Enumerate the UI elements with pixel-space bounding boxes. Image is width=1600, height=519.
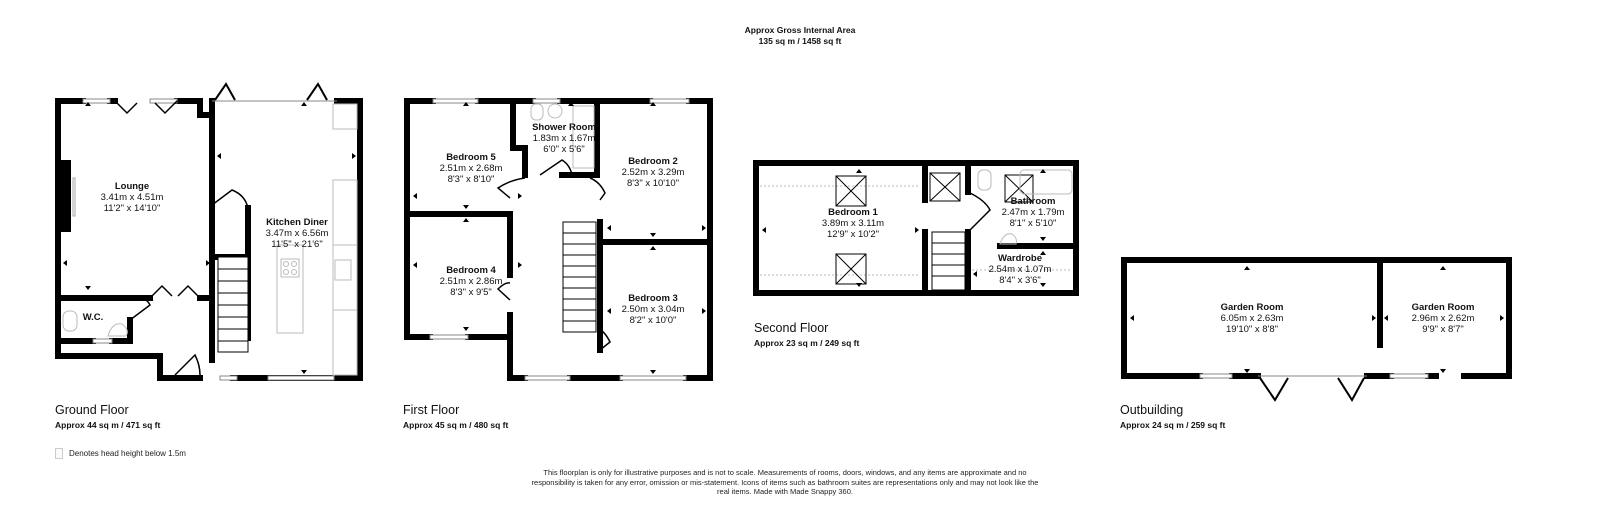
room-bathroom: Bathroom 2.47m x 1.79m 8'1" x 5'10" bbox=[1002, 196, 1065, 229]
room-metric: 2.52m x 3.29m bbox=[621, 167, 685, 178]
room-imperial: 8'3" x 9'5" bbox=[450, 287, 492, 298]
gross-internal-area: Approx Gross Internal Area 135 sq m / 14… bbox=[0, 25, 1600, 47]
room-metric: 6.05m x 2.63m bbox=[1220, 313, 1284, 324]
room-name: Kitchen Diner bbox=[266, 217, 328, 228]
room-metric: 3.41m x 4.51m bbox=[100, 192, 164, 203]
room-imperial: 11'5" x 21'6" bbox=[271, 239, 323, 250]
room-metric: 3.89m x 3.11m bbox=[821, 218, 885, 229]
room-name: Bedroom 5 bbox=[446, 152, 496, 163]
ground-floor-title: Ground Floor bbox=[55, 403, 129, 417]
room-imperial: 9'9" x 8'7" bbox=[1422, 324, 1464, 335]
ground-floor-plan bbox=[55, 82, 363, 381]
room-imperial: 8'3" x 10'10" bbox=[626, 178, 680, 189]
room-metric: 2.51m x 2.68m bbox=[439, 163, 503, 174]
legend-text: Denotes head height below 1.5m bbox=[69, 449, 186, 458]
room-metric: 2.50m x 3.04m bbox=[621, 304, 685, 315]
room-kitchen-diner: Kitchen Diner 3.47m x 6.56m 11'5" x 21'6… bbox=[266, 217, 329, 250]
room-wardrobe: Wardrobe 2.54m x 1.07m 8'4" x 3'6" bbox=[989, 253, 1052, 286]
outbuilding-plan bbox=[1121, 257, 1512, 402]
outbuilding-title: Outbuilding bbox=[1120, 403, 1184, 417]
second-floor-title: Second Floor bbox=[754, 321, 829, 335]
room-imperial: 6'0" x 5'6" bbox=[543, 144, 585, 155]
room-name: Garden Room bbox=[1220, 302, 1284, 313]
second-floor-plan bbox=[753, 160, 1079, 296]
room-bedroom-2: Bedroom 2 2.52m x 3.29m 8'3" x 10'10" bbox=[622, 156, 685, 189]
room-imperial: 19'10" x 8'8" bbox=[1225, 324, 1279, 335]
room-name: Bedroom 2 bbox=[628, 156, 678, 167]
outbuilding-area: Approx 24 sq m / 259 sq ft bbox=[1120, 420, 1226, 430]
room-name: Bedroom 1 bbox=[828, 207, 878, 218]
first-floor-plan bbox=[404, 98, 713, 381]
disclaimer: This floorplan is only for illustrative … bbox=[531, 468, 1039, 496]
room-name: Bedroom 3 bbox=[628, 293, 678, 304]
room-imperial: 12'9" x 10'2" bbox=[826, 229, 880, 240]
gia-title: Approx Gross Internal Area bbox=[744, 25, 856, 35]
ground-floor-area: Approx 44 sq m / 471 sq ft bbox=[55, 420, 161, 430]
room-shower-room: Shower Room 1.83m x 1.67m 6'0" x 5'6" bbox=[532, 122, 596, 155]
room-wc: W.C. bbox=[83, 312, 104, 323]
room-bedroom-5: Bedroom 5 2.51m x 2.68m 8'3" x 8'10" bbox=[440, 152, 503, 185]
room-imperial: 8'4" x 3'6" bbox=[999, 275, 1041, 286]
first-floor-title: First Floor bbox=[403, 403, 460, 417]
room-metric: 3.47m x 6.56m bbox=[265, 228, 329, 239]
room-name: Lounge bbox=[114, 181, 150, 192]
room-metric: 2.51m x 2.86m bbox=[439, 276, 503, 287]
room-name: Bathroom bbox=[1010, 196, 1056, 207]
room-bedroom-4: Bedroom 4 2.51m x 2.86m 8'3" x 9'5" bbox=[440, 265, 503, 298]
room-lounge: Lounge 3.41m x 4.51m 11'2" x 14'10" bbox=[101, 181, 164, 214]
room-name: Bedroom 4 bbox=[446, 265, 496, 276]
room-imperial: 8'2" x 10'0" bbox=[629, 315, 677, 326]
legend: Denotes head height below 1.5m bbox=[55, 448, 186, 459]
room-name: Shower Room bbox=[532, 122, 596, 133]
room-metric: 1.83m x 1.67m bbox=[532, 133, 596, 144]
low-headroom-swatch-icon bbox=[55, 448, 63, 459]
room-bedroom-3: Bedroom 3 2.50m x 3.04m 8'2" x 10'0" bbox=[622, 293, 685, 326]
room-name: Garden Room bbox=[1411, 302, 1475, 313]
room-name: Wardrobe bbox=[998, 253, 1042, 264]
room-garden-room-2: Garden Room 2.96m x 2.62m 9'9" x 8'7" bbox=[1412, 302, 1475, 335]
room-metric: 2.54m x 1.07m bbox=[988, 264, 1052, 275]
room-garden-room-1: Garden Room 6.05m x 2.63m 19'10" x 8'8" bbox=[1221, 302, 1284, 335]
room-metric: 2.47m x 1.79m bbox=[1001, 207, 1065, 218]
room-bedroom-1: Bedroom 1 3.89m x 3.11m 12'9" x 10'2" bbox=[822, 207, 884, 240]
room-imperial: 8'3" x 8'10" bbox=[447, 174, 495, 185]
room-imperial: 8'1" x 5'10" bbox=[1009, 218, 1057, 229]
first-floor-area: Approx 45 sq m / 480 sq ft bbox=[403, 420, 509, 430]
room-name: W.C. bbox=[82, 312, 104, 323]
room-imperial: 11'2" x 14'10" bbox=[103, 203, 161, 214]
gia-total: 135 sq m / 1458 sq ft bbox=[758, 36, 842, 46]
second-floor-area: Approx 23 sq m / 249 sq ft bbox=[754, 338, 860, 348]
room-metric: 2.96m x 2.62m bbox=[1411, 313, 1475, 324]
